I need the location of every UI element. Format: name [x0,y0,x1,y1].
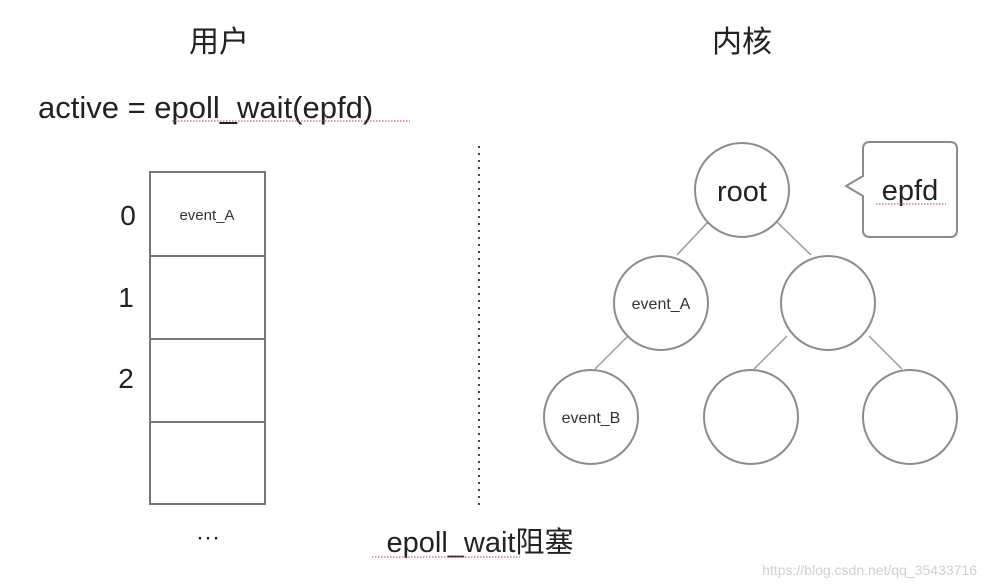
blocking-caption: epoll_wait阻塞 [387,526,574,559]
array-index-0: 0 [120,200,136,231]
array-ellipsis: ··· [196,524,220,551]
tree-node-root [694,142,790,238]
edge-root-left [676,221,709,256]
tree-node-right [780,255,876,351]
array-index-2: 2 [118,363,134,394]
tree-node-event-a-label: event_A [632,296,691,313]
edge-right-rightleft [753,335,788,370]
array-cell-0 [149,171,266,257]
watermark: https://blog.csdn.net/qq_35433716 [762,562,977,578]
array-cell-1 [149,255,266,340]
tree-node-event-b [543,369,639,465]
array-cell-2 [149,338,266,423]
array-cell-0-label: event_A [179,207,234,224]
array-cell-3 [149,421,266,505]
kernel-header: 内核 [712,26,772,59]
edge-right-rightright [868,335,903,370]
user-header: 用户 [189,26,249,59]
edge-left-leftchild [594,335,629,370]
tree-node-event-a [613,255,709,351]
epoll-wait-call: active = epoll_wait(epfd) [38,90,373,125]
tree-node-right-right [862,369,958,465]
tree-node-event-b-label: event_B [562,410,621,427]
edge-root-right [776,221,812,256]
epfd-callout [844,141,958,238]
tree-node-right-left [703,369,799,465]
array-index-1: 1 [118,282,134,313]
tree-node-root-label: root [717,176,767,208]
epfd-callout-label: epfd [882,175,938,207]
